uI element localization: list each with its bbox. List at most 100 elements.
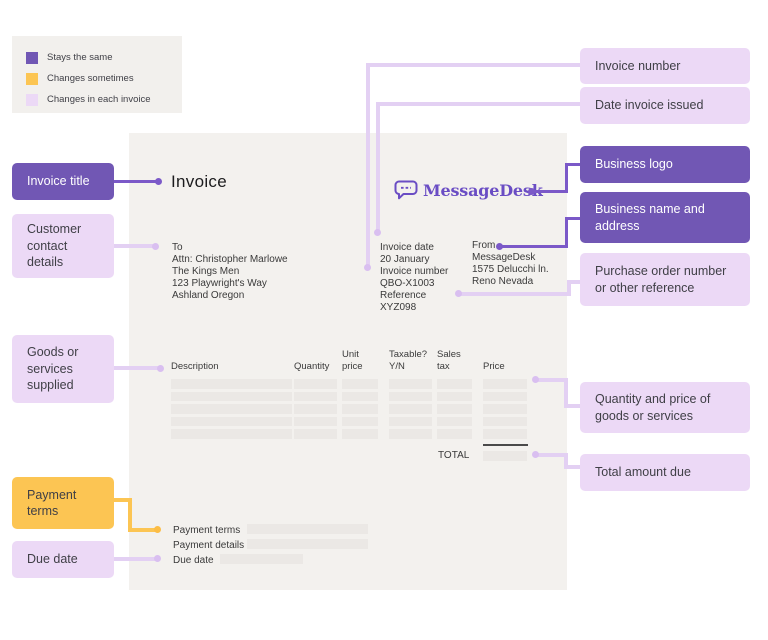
connector-date-issued [376, 102, 380, 230]
col-header-description: Description [171, 361, 219, 372]
callout-text: Customer contact details [27, 222, 82, 270]
connector-purchase-order [459, 292, 571, 296]
line-item-cell [171, 379, 292, 389]
callout-purchase-order: Purchase order number or other reference [580, 253, 750, 306]
callout-total-due: Total amount due [580, 454, 750, 491]
connector-dot [532, 376, 539, 383]
legend-item: Changes sometimes [26, 72, 134, 85]
connector-total-due [564, 453, 568, 469]
connector-dot [374, 229, 381, 236]
callout-text: Invoice number [595, 58, 681, 73]
business-logo: MessageDesk [394, 180, 543, 200]
callout-quantity-price: Quantity and price of goods or services [580, 382, 750, 433]
callout-text: Quantity and price of goods or services [595, 392, 711, 423]
meta-line: Invoice number [380, 266, 449, 277]
light-purple-color-chip [26, 93, 38, 106]
line-item-cell [437, 429, 472, 439]
line-item-cell [483, 379, 527, 389]
line-item-cell [389, 391, 432, 401]
line-item-cell [294, 404, 337, 414]
connector-business-name [565, 217, 568, 248]
line-item-cell [342, 404, 378, 414]
callout-text: Payment terms [27, 487, 77, 519]
line-item-cell [294, 429, 337, 439]
due-date-placeholder [220, 554, 303, 564]
line-item-cell [171, 404, 292, 414]
legend-label: Changes in each invoice [47, 94, 151, 105]
callout-text: Invoice title [27, 174, 90, 189]
connector-date-issued [378, 102, 580, 106]
connector-business-logo [565, 163, 568, 193]
callout-business-name: Business name and address [580, 192, 750, 243]
connector-quantity-price [564, 378, 568, 408]
total-label: TOTAL [438, 450, 470, 461]
col-header-price: Price [483, 361, 505, 372]
line-item-cell [437, 416, 472, 426]
line-item-cell [342, 391, 378, 401]
callout-invoice-title: Invoice title [12, 163, 114, 200]
connector-due-date [114, 557, 157, 561]
from-line: MessageDesk [472, 252, 536, 263]
col-header-taxable: Taxable? Y/N [389, 349, 428, 372]
line-item-cell [171, 429, 292, 439]
connector-business-logo [532, 190, 568, 193]
line-item-cell [437, 391, 472, 401]
callout-customer-contact: Customer contact details [12, 214, 114, 278]
connector-dot [496, 243, 503, 250]
total-rule [483, 444, 528, 446]
legend-label: Changes sometimes [47, 73, 134, 84]
line-item-cell [342, 379, 378, 389]
payment-terms-placeholder [247, 524, 368, 534]
line-item-cell [389, 404, 432, 414]
line-item-cell [294, 416, 337, 426]
connector-business-name [565, 217, 580, 220]
connector-total-due [564, 465, 580, 469]
callout-payment-terms: Payment terms [12, 477, 114, 529]
connector-dot [155, 178, 162, 185]
invoice-paper [129, 133, 567, 590]
callout-text: Total amount due [595, 465, 691, 480]
line-item-cell [294, 391, 337, 401]
line-item-cell [437, 379, 472, 389]
logo-wordmark: MessageDesk [423, 180, 543, 200]
line-item-cell [389, 429, 432, 439]
callout-business-logo: Business logo [580, 146, 750, 183]
payment-details-label: Payment details [173, 540, 245, 551]
connector-dot [154, 555, 161, 562]
callout-text: Purchase order number or other reference [595, 264, 727, 295]
invoice-meta-block: Invoice date 20 January Invoice number Q… [380, 242, 448, 314]
connector-total-due [536, 453, 568, 457]
callout-invoice-number: Invoice number [580, 48, 750, 84]
connector-customer [114, 244, 155, 248]
to-line: Ashland Oregon [172, 290, 245, 301]
callout-text: Goods or services supplied [27, 345, 79, 393]
connector-business-logo [565, 163, 580, 166]
due-date-label: Due date [173, 555, 214, 566]
meta-line: XYZ098 [380, 302, 417, 313]
meta-line: QBO-X1003 [380, 278, 435, 289]
connector-quantity-price [564, 404, 580, 408]
connector-dot [532, 451, 539, 458]
payment-terms-label: Payment terms [173, 525, 241, 536]
callout-text: Due date [27, 552, 78, 567]
total-value-placeholder [483, 451, 527, 461]
connector-dot [455, 290, 462, 297]
connector-payment-terms [128, 528, 156, 532]
line-item-cell [342, 416, 378, 426]
line-item-cell [171, 391, 292, 401]
legend: Stays the same Changes sometimes Changes… [12, 36, 182, 113]
connector-payment-terms [128, 498, 132, 532]
line-item-cell [389, 416, 432, 426]
to-line: 123 Playwright's Way [172, 278, 267, 289]
from-line: Reno Nevada [472, 276, 534, 287]
connector-invoice-number [368, 63, 580, 67]
line-item-cell [483, 391, 527, 401]
connector-business-name [500, 245, 568, 248]
line-item-cell [342, 429, 378, 439]
line-item-cell [389, 379, 432, 389]
from-block: From MessageDesk 1575 Delucchi ln. Reno … [472, 240, 549, 288]
connector-invoice-number [366, 63, 370, 266]
line-item-cell [483, 416, 527, 426]
to-heading: To [172, 242, 183, 253]
